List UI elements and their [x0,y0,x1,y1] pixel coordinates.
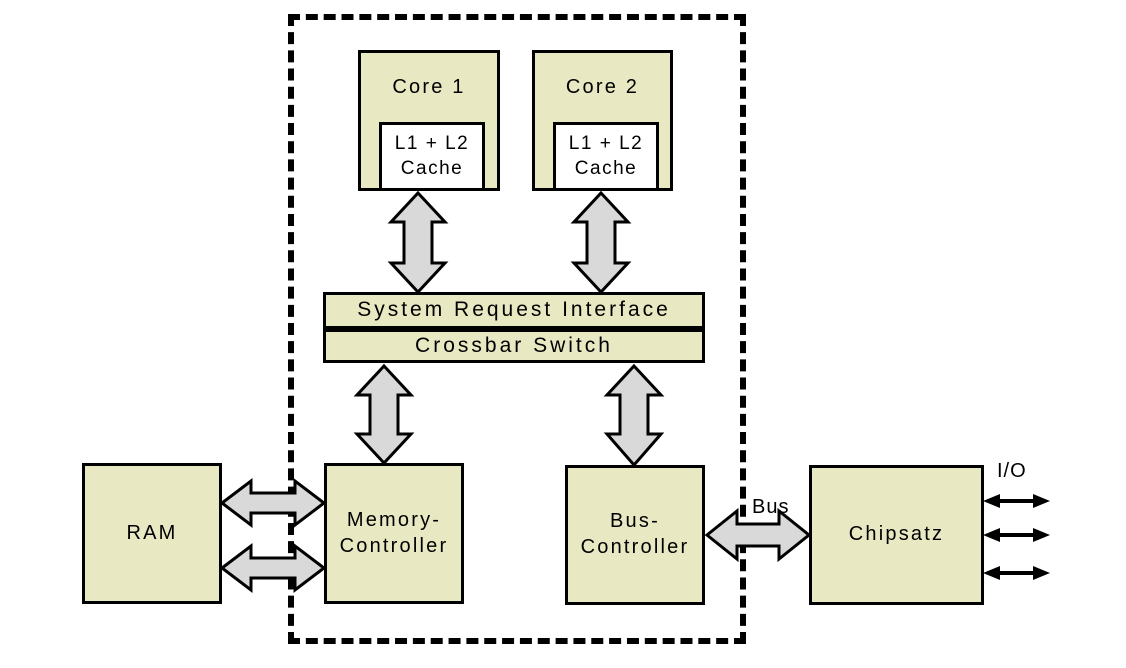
io-arrows [983,494,1050,580]
core-2-label: Core 2 [565,76,640,98]
core-2-cache-box[interactable]: L1 + L2 Cache [553,122,659,191]
crossbar-switch-bar[interactable]: Crossbar Switch [323,329,705,363]
crossbar-to-memory-controller-arrow [353,363,415,466]
io-label: I/O [997,460,1027,482]
core-1-box[interactable]: Core 1 L1 + L2 Cache [358,50,500,191]
bus-label: Bus [752,496,790,518]
bus-controller-box[interactable]: Bus- Controller [565,465,705,605]
core2-to-sri-arrow [570,190,632,295]
core-1-label: Core 1 [392,76,466,98]
core-2-box[interactable]: Core 2 L1 + L2 Cache [532,50,673,191]
memory-controller-box[interactable]: Memory- Controller [324,463,464,604]
crossbar-to-bus-controller-arrow [603,363,665,468]
chipsatz-box[interactable]: Chipsatz [809,465,984,605]
ram-box[interactable]: RAM [82,463,222,604]
core-1-cache-box[interactable]: L1 + L2 Cache [379,122,485,191]
ram-to-memory-controller-lower-arrow [219,542,327,594]
system-request-interface-bar[interactable]: System Request Interface [323,292,705,329]
ram-to-memory-controller-upper-arrow [219,477,327,529]
core1-to-sri-arrow [387,190,449,295]
